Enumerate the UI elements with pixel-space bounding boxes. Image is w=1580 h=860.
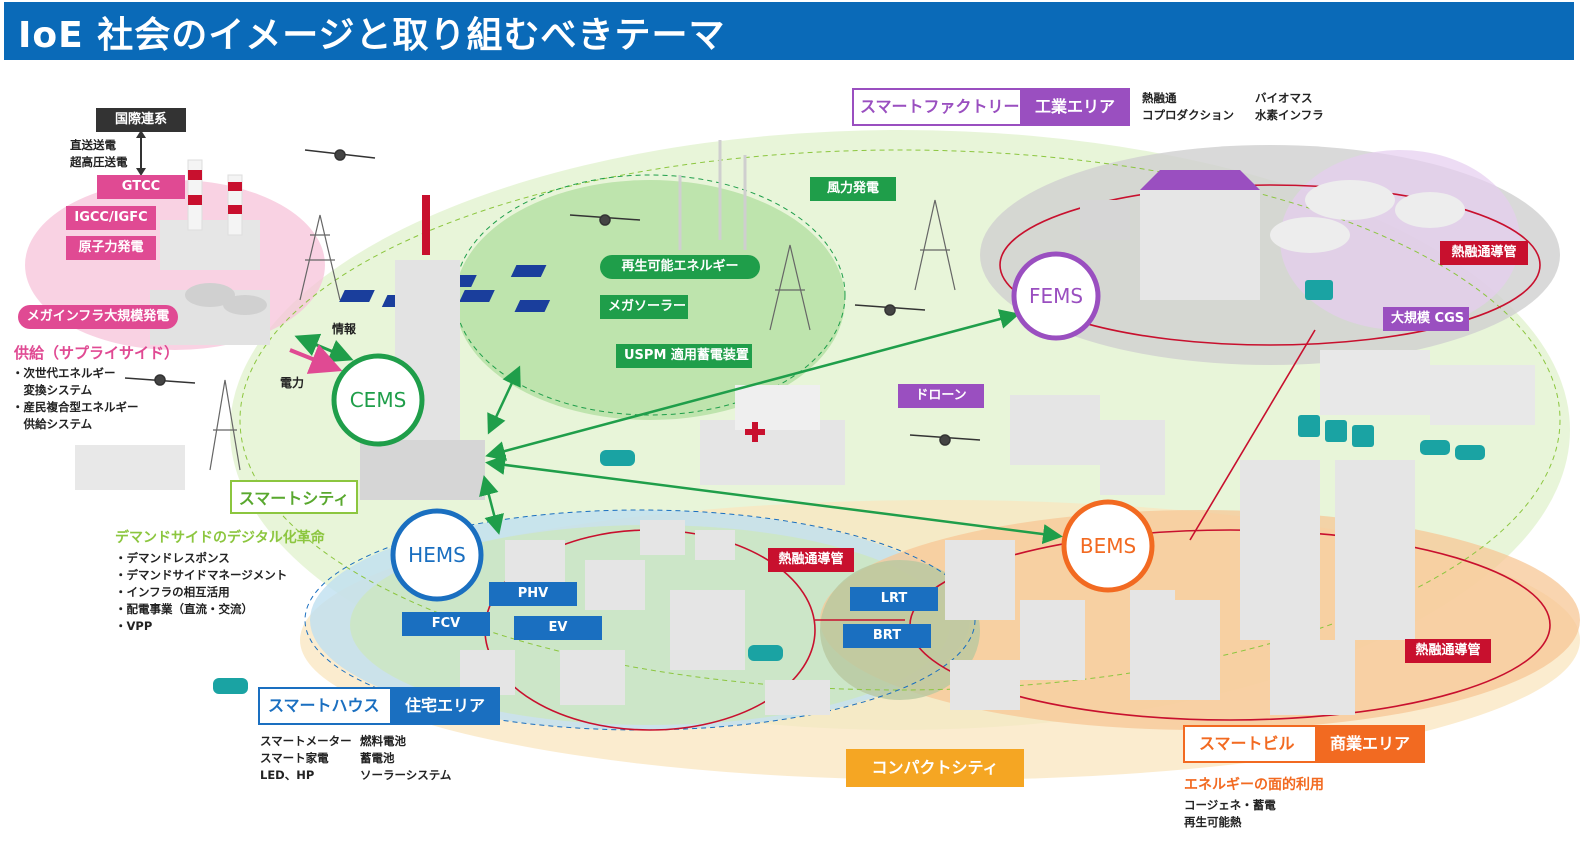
power-label: 電力 — [280, 376, 305, 390]
renewable-outline — [454, 174, 846, 416]
building-item: コージェネ・蓄電 — [1184, 798, 1276, 812]
smart-city-item: ・デマンドサイドマネージメント — [115, 568, 288, 582]
supply-items: ・次世代エネルギー 変換システム ・産民複合型エネルギー 供給システム — [12, 365, 139, 433]
drone-tag: ドローン — [898, 384, 984, 408]
supply-item: ・次世代エネルギー — [12, 366, 116, 380]
building-label: スマートビル — [1199, 734, 1295, 753]
supply-heading: 供給（サプライサイド） — [14, 344, 180, 362]
cems-label[interactable]: CEMS — [349, 388, 407, 412]
international-tag: 国際連系 — [96, 108, 186, 132]
factory-col2: バイオマス 水素インフラ — [1255, 90, 1324, 124]
wind-power-tag: 風力発電 — [810, 177, 896, 201]
building-label-box: スマートビル 商業エリア — [1183, 725, 1425, 763]
factory-item: 熱融通 — [1142, 91, 1177, 105]
nuclear-tag: 原子力発電 — [66, 236, 156, 260]
factory-col1: 熱融通 コプロダクション — [1142, 90, 1234, 124]
building-area: 商業エリア — [1315, 727, 1425, 761]
compact-city-tag: コンパクトシティ — [846, 749, 1024, 787]
smart-city-heading: デマンドサイドのデジタル化革命 — [115, 530, 325, 546]
gtcc-tag: GTCC — [97, 175, 185, 199]
power-plant-illustration — [75, 159, 270, 490]
info-label: 情報 — [332, 322, 357, 336]
transmission-item: 超高圧送電 — [70, 155, 128, 169]
factory-label-box: スマートファクトリー 工業エリア — [852, 88, 1130, 126]
supply-item: ・産民複合型エネルギー — [12, 400, 139, 414]
factory-item: コプロダクション — [1142, 108, 1234, 122]
transmission-item: 直送送電 — [70, 138, 116, 152]
smart-city-item: ・VPP — [115, 619, 153, 633]
solar-panels — [339, 265, 551, 312]
building-heat-pipe-tag: 熱融通導管 — [1405, 639, 1491, 663]
house-item: LED、HP — [260, 768, 315, 782]
phv-tag: PHV — [489, 582, 577, 606]
cars — [213, 280, 1485, 694]
factory-area: 工業エリア — [1020, 90, 1130, 124]
bems-circle — [1061, 499, 1155, 593]
supply-item: 供給システム — [12, 417, 93, 431]
smart-city-item: ・デマンドレスポンス — [115, 551, 230, 565]
ev-tag: EV — [514, 616, 602, 640]
igcc-tag: IGCC/IGFC — [66, 206, 156, 230]
cems-hems-arrow — [479, 475, 504, 535]
house-col2: 燃料電池 蓄電池 ソーラーシステム — [360, 733, 451, 784]
hems-label[interactable]: HEMS — [408, 543, 466, 567]
heat-loop-factory — [999, 184, 1541, 346]
building-heading: エネルギーの面的利用 — [1184, 777, 1324, 793]
building-item: 再生可能熱 — [1184, 815, 1242, 829]
house-item: スマートメーター — [260, 734, 352, 748]
house-label: スマートハウス — [268, 696, 380, 715]
factory-buildings — [1080, 170, 1535, 425]
factory-label: スマートファクトリー — [860, 97, 1020, 116]
supply-item: 変換システム — [12, 383, 93, 397]
fems-label[interactable]: FEMS — [1028, 284, 1084, 308]
building-items: コージェネ・蓄電 再生可能熱 — [1184, 797, 1276, 831]
heat-link-2 — [1189, 329, 1316, 541]
house-col1: スマートメーター スマート家電 LED、HP — [260, 733, 352, 784]
smart-city-item: ・配電事業（直流・交流） — [115, 602, 253, 616]
smart-city-label: スマートシティ — [230, 480, 358, 514]
page-title: IoE 社会のイメージと取り組むべきテーマ — [18, 15, 726, 56]
bems-label[interactable]: BEMS — [1079, 534, 1137, 558]
factory-heat-pipe-tag: 熱融通導管 — [1440, 241, 1528, 265]
renewable-tag: 再生可能エネルギー — [600, 255, 760, 279]
power-arrow — [289, 344, 343, 374]
house-item: 燃料電池 — [360, 734, 406, 748]
house-area: 住宅エリア — [390, 689, 500, 723]
uspm-tag: USPM 適用蓄電装置 — [616, 344, 752, 368]
cems-circle — [331, 353, 425, 447]
house-item: 蓄電池 — [360, 751, 395, 765]
supply-link-arrowhead-down — [136, 168, 146, 176]
smart-city-item: ・インフラの相互活用 — [115, 585, 230, 599]
lrt-tag: LRT — [850, 587, 938, 611]
transmission-towers — [209, 199, 956, 471]
smart-city-outline — [239, 149, 1561, 691]
brt-tag: BRT — [843, 624, 931, 648]
house-item: ソーラーシステム — [360, 768, 452, 782]
factory-item: 水素インフラ — [1255, 108, 1324, 122]
wind-turbines — [678, 140, 747, 250]
house-heat-pipe-tag: 熱融通導管 — [768, 548, 854, 572]
house-item: スマート家電 — [260, 751, 329, 765]
fcv-tag: FCV — [402, 612, 490, 636]
fems-circle — [1011, 251, 1101, 341]
mega-solar-tag: メガソーラー — [600, 295, 688, 319]
house-label-box: スマートハウス 住宅エリア — [258, 687, 500, 725]
cems-bems-arrow — [485, 454, 1063, 545]
title-bar: IoE 社会のイメージと取り組むべきテーマ — [4, 2, 1574, 60]
mega-infra-tag: メガインフラ大規模発電 — [18, 305, 178, 329]
cgs-tag: 大規模 CGS — [1383, 307, 1469, 331]
factory-item: バイオマス — [1255, 91, 1313, 105]
hems-circle — [390, 508, 484, 602]
transmission-list: 直送送電 超高圧送電 — [70, 137, 128, 171]
cems-fems-arrow — [485, 309, 1020, 461]
supply-link-arrowhead-up — [136, 130, 146, 138]
smart-city-items: ・デマンドレスポンス ・デマンドサイドマネージメント ・インフラの相互活用 ・配… — [115, 550, 287, 635]
hospital-cross-h — [745, 429, 765, 435]
